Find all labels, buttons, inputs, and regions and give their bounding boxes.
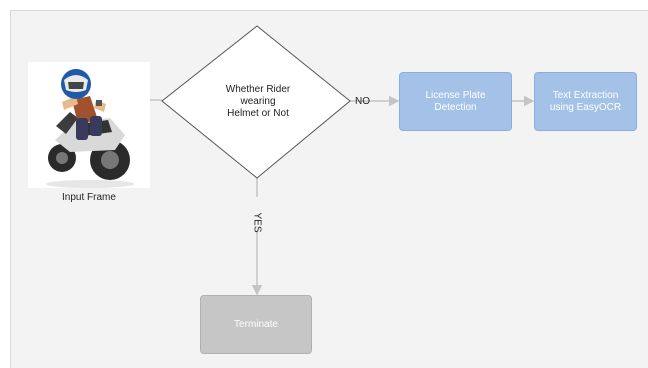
yes-edge-label: YES — [251, 212, 263, 233]
decision-line-3: Helmet or Not — [227, 108, 289, 119]
terminate-label: Terminate — [234, 318, 278, 330]
ocr-line-2: using EasyOCR — [549, 101, 622, 113]
terminate-box: Terminate — [200, 295, 312, 354]
ocr-line-1: Text Extraction — [552, 89, 619, 101]
decision-line-1: Whether Rider — [225, 84, 291, 95]
decision-line-2: wearing — [240, 96, 276, 107]
license-plate-detection-box: License Plate Detection — [399, 72, 512, 131]
decision-diamond — [161, 25, 351, 179]
decision-text: Whether Rider wearing Helmet or Not — [198, 84, 318, 120]
no-edge-label: NO — [355, 96, 370, 107]
input-frame-image — [28, 62, 150, 188]
text-extraction-box: Text Extraction using EasyOCR — [534, 72, 637, 131]
plate-line-1: License Plate — [425, 89, 486, 101]
input-frame-caption: Input Frame — [62, 192, 116, 203]
plate-line-2: Detection — [434, 101, 477, 113]
